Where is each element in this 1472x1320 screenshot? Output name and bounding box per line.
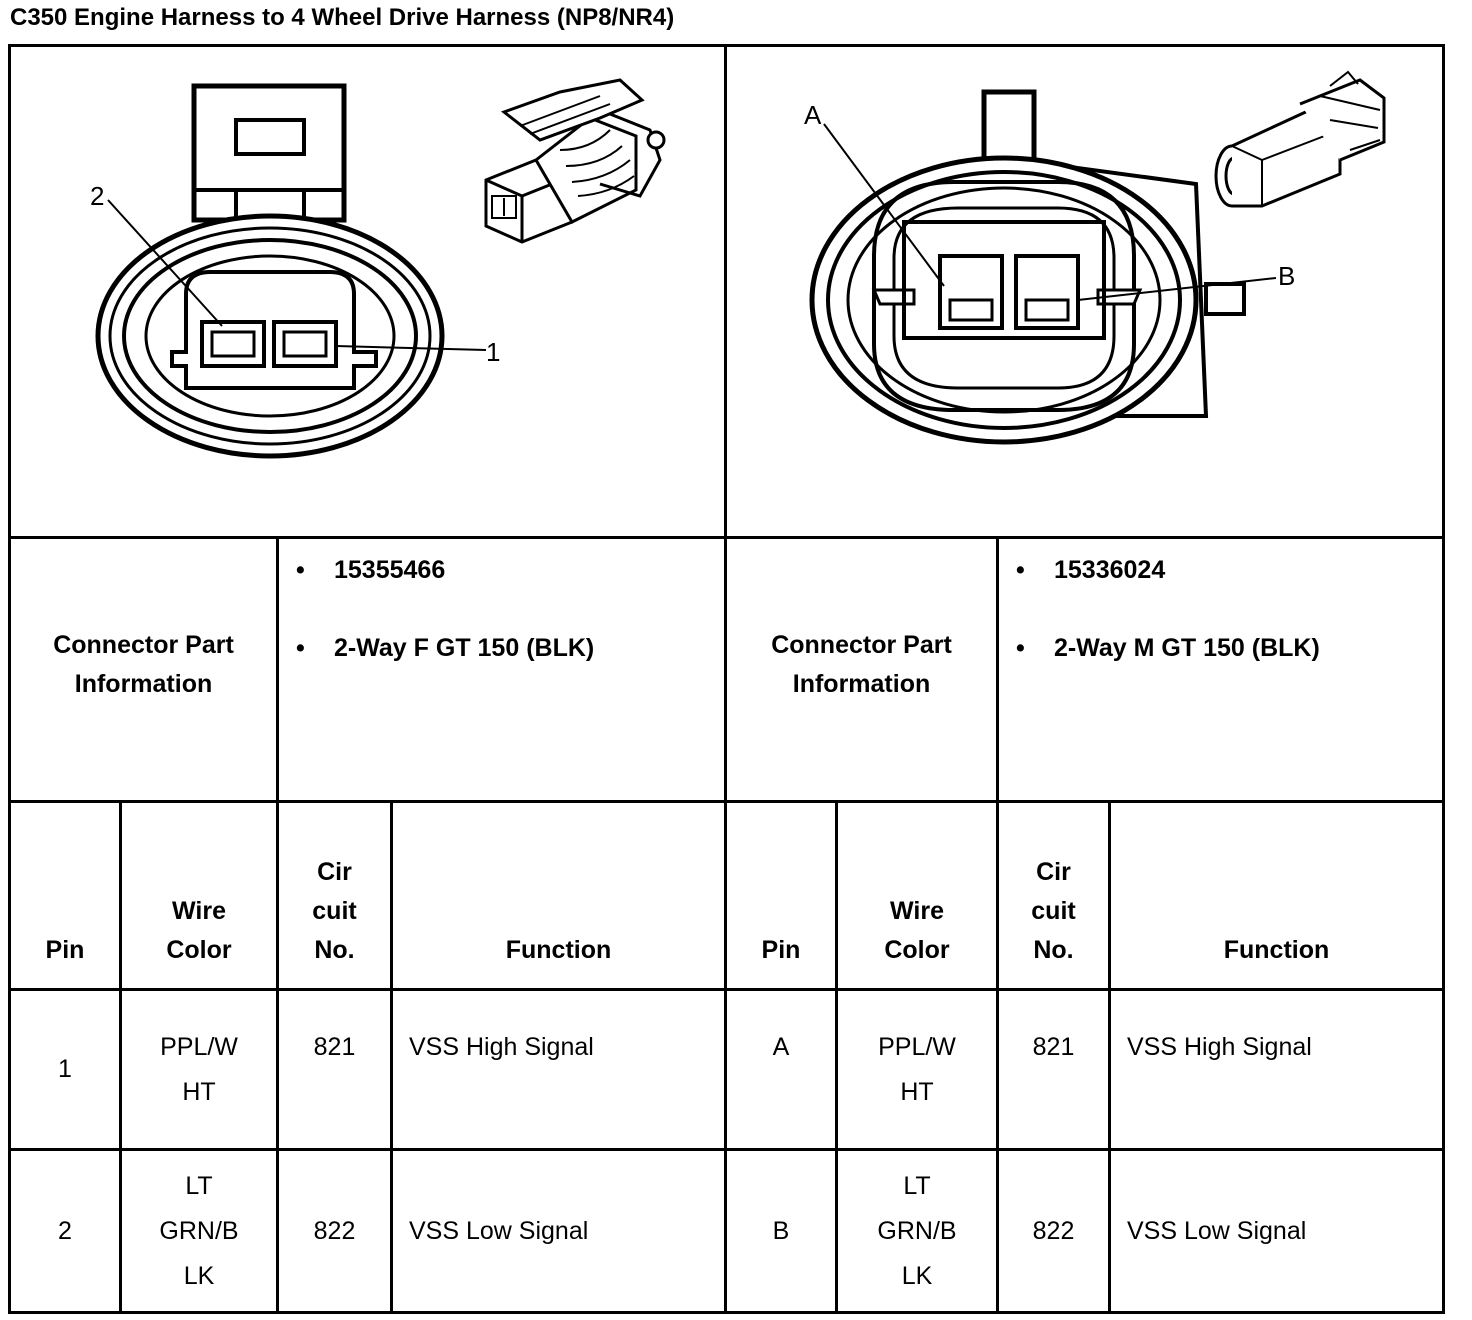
left-header-function: Function	[505, 936, 612, 964]
page-title: C350 Engine Harness to 4 Wheel Drive Har…	[10, 4, 675, 31]
left-row1-wire-color: PPL/W HT	[160, 1032, 238, 1106]
left-part-number: 15355466	[334, 556, 446, 584]
left-row1-pin: 1	[58, 1055, 72, 1083]
right-row1-wire-color: PPL/W HT	[878, 1032, 956, 1106]
right-row2-circuit: 822	[1032, 1216, 1075, 1245]
left-row1-function: VSS High Signal	[409, 1033, 594, 1061]
left-row2-wire-color: LT GRN/B LK	[159, 1171, 239, 1290]
right-connector-type: 2-Way M GT 150 (BLK)	[1054, 634, 1320, 662]
right-part-number: 15336024	[1054, 556, 1166, 584]
left-row1-circuit: 821	[313, 1033, 356, 1061]
right-row2-pin: B	[772, 1216, 790, 1245]
left-header-circuit: Cir cuit No.	[312, 858, 357, 964]
right-row2-function: VSS Low Signal	[1127, 1216, 1307, 1245]
left-connector-type: 2-Way F GT 150 (BLK)	[334, 634, 595, 662]
left-part-info-label: Connector Part Information	[53, 630, 234, 698]
right-row1-function: VSS High Signal	[1127, 1033, 1312, 1061]
left-header-wire-color: Wire Color	[166, 897, 232, 964]
female-connector-face	[95, 83, 487, 459]
right-row2-wire-color: LT GRN/B LK	[877, 1171, 957, 1290]
right-header-wire-color: Wire Color	[884, 897, 950, 964]
left-row2-circuit: 822	[313, 1216, 356, 1245]
right-part-info-label: Connector Part Information	[771, 630, 952, 698]
right-row1-circuit: 821	[1032, 1033, 1075, 1061]
female-connector-illustration	[484, 78, 666, 244]
right-part-info-list: •15336024 •2-Way M GT 150 (BLK)	[1016, 556, 1320, 662]
left-row2-function: VSS Low Signal	[409, 1216, 589, 1245]
right-row1-pin: A	[772, 1033, 790, 1061]
callout-pin-1: 1	[486, 337, 500, 367]
left-header-pin: Pin	[45, 936, 85, 964]
right-header-pin: Pin	[761, 936, 801, 964]
callout-pin-b: B	[1278, 261, 1295, 291]
connector-drawings: 2 1 A B	[90, 70, 1386, 459]
male-connector-illustration	[1214, 70, 1386, 208]
male-connector-face	[809, 89, 1277, 445]
left-row2-pin: 2	[58, 1216, 72, 1245]
callout-pin-2: 2	[90, 181, 104, 211]
callout-pin-a: A	[804, 100, 822, 130]
right-header-circuit: Cir cuit No.	[1031, 858, 1076, 964]
left-part-info-list: •15355466 •2-Way F GT 150 (BLK)	[296, 556, 595, 662]
right-header-function: Function	[1223, 936, 1330, 964]
